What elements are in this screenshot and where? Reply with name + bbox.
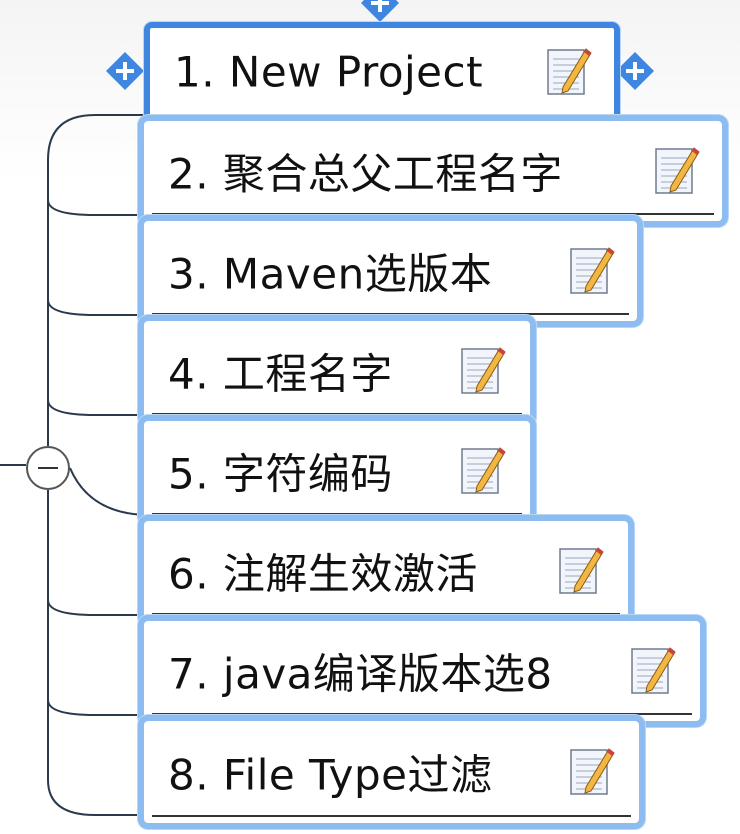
topic-underline	[152, 815, 631, 817]
topic-2[interactable]: 2. 聚合总父工程名字	[138, 115, 728, 227]
topic-7[interactable]: 7. java编译版本选8	[138, 615, 706, 727]
topic-5[interactable]: 5. 字符编码	[138, 415, 536, 527]
expand-right-icon[interactable]	[614, 50, 656, 92]
note-icon[interactable]	[460, 446, 506, 496]
topic-underline	[152, 713, 692, 715]
topic-label: 2. 聚合总父工程名字	[168, 149, 563, 199]
topic-8[interactable]: 8. File Type过滤	[138, 715, 645, 829]
topic-underline	[152, 613, 620, 615]
topic-underline	[152, 513, 522, 515]
note-icon[interactable]	[546, 47, 592, 97]
note-icon[interactable]	[654, 146, 700, 196]
collapse-toggle-icon[interactable]	[26, 446, 70, 490]
topic-1[interactable]: 1. New Project	[144, 22, 620, 122]
note-icon[interactable]	[630, 646, 676, 696]
note-icon[interactable]	[558, 546, 604, 596]
topic-label: 6. 注解生效激活	[168, 549, 478, 599]
topic-4[interactable]: 4. 工程名字	[138, 315, 536, 427]
topic-label: 7. java编译版本选8	[168, 649, 553, 699]
topic-label: 3. Maven选版本	[168, 249, 493, 299]
expand-left-icon[interactable]	[104, 50, 146, 92]
note-icon[interactable]	[460, 346, 506, 396]
topic-label: 4. 工程名字	[168, 349, 393, 399]
topic-underline	[152, 413, 522, 415]
note-icon[interactable]	[569, 747, 615, 797]
topic-label: 5. 字符编码	[168, 449, 393, 499]
topic-underline	[152, 313, 629, 315]
note-icon[interactable]	[569, 246, 615, 296]
topic-6[interactable]: 6. 注解生效激活	[138, 515, 634, 627]
expand-top-icon[interactable]	[359, 0, 401, 24]
topic-label: 1. New Project	[174, 47, 484, 97]
topic-underline	[152, 213, 714, 215]
topic-label: 8. File Type过滤	[168, 750, 493, 800]
topic-3[interactable]: 3. Maven选版本	[138, 215, 643, 327]
